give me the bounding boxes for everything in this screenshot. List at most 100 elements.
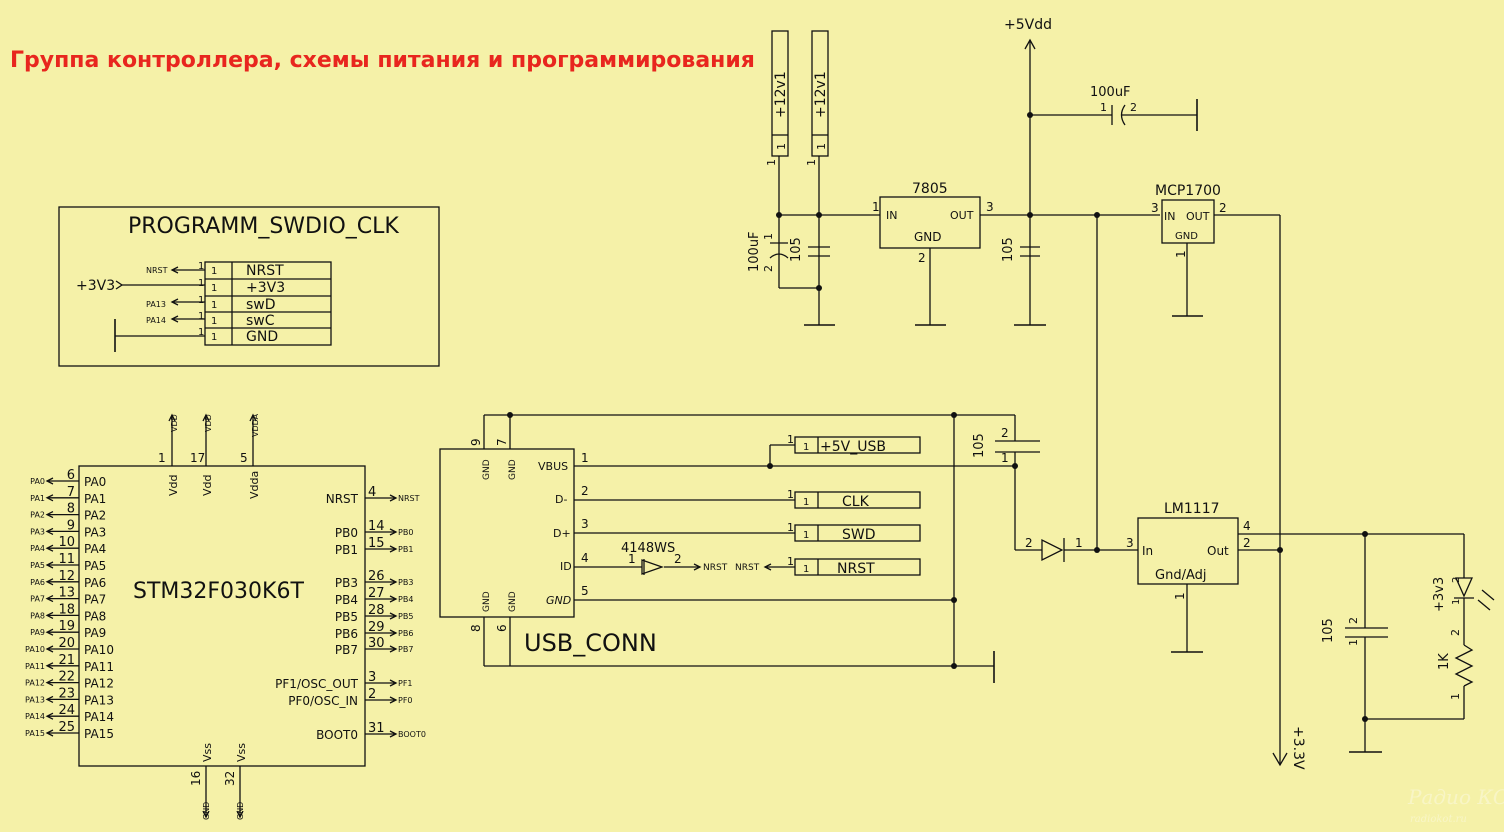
reg-mcp-pin-out: 2 [1219,201,1227,215]
usb-cap-105 [995,428,1040,466]
mcu-right-pin-num: 31 [368,721,385,736]
mcu-left-pin-label: PA10 [84,643,114,657]
mcu-left-pin-net: PA10 [25,645,45,654]
mcu-right-pin-num: 28 [368,603,385,618]
reg-mcp-in: IN [1164,210,1175,223]
mcu-right-pin-arrow [389,545,398,553]
programmer-frame [58,206,440,367]
led-pin2: 2 [1451,577,1462,583]
mcu-right-pin-net: PB3 [398,578,413,587]
usb-label-nrst: NRST [837,561,875,577]
net-33v-label: +3.3V [1290,726,1306,770]
reg-7805-pin-gnd: 2 [918,251,926,265]
mcu-left-pin-num: 7 [67,485,75,500]
reg-mcp-body [1161,199,1215,244]
mcu-left-pin-num: 21 [58,653,75,668]
led-label: +3v3 [1432,577,1447,612]
conn-12v-label-2: +12v1 [813,71,829,118]
mcu-right-pin-num: 15 [368,536,385,551]
mcu-left-pin-label: PA2 [84,509,106,523]
mcu-name: STM32F030K6T [133,579,304,604]
usb-label-3-num: 1 [787,521,794,534]
cap-105-left-value: 105 [789,237,804,262]
programmer-pin-num: 1 [211,266,217,277]
mcu-top-pin-17-num: 17 [190,451,205,465]
diode-4148 [641,559,664,575]
usb-pin-gnd-label: GND [546,594,571,607]
mcu-pin-lines [45,413,398,819]
reg-mcp-gnd: GND [1175,231,1198,242]
mcu-right-pin-arrow [389,696,398,704]
usb-gnd-pin-7: 7 [495,438,509,446]
mcu-left-pin-arrow [45,628,54,636]
usb-gnd-label-1: GND [482,459,492,480]
reg-lm-name: LM1117 [1164,501,1220,517]
reg-lm-pin-gnd: 1 [1173,592,1187,600]
usb-wires [483,414,1016,683]
mcu-left-pin-arrow [45,595,54,603]
reg-mcp-pin-gnd: 1 [1174,250,1188,258]
cap-100uf-top-pin2: 2 [1130,101,1137,114]
net-gnd-label-2: GND [236,802,245,820]
mcu-top-pin-5-label: Vdda [248,471,261,499]
mcu-right-pin-label: BOOT0 [316,728,358,742]
mcu-left-pin-arrow [45,561,54,569]
mcu-left-pin-num: 8 [67,502,75,517]
mcu-left-pin-arrow [45,527,54,535]
mcu-right-pin-label: PB1 [335,543,358,557]
mcu-left-pin-num: 6 [67,468,75,483]
cap-105-right-pin1: 1 [1347,639,1360,646]
programmer-pin-num-outer: 1 [198,278,204,289]
watermark-line1: Радио КОТ [1407,785,1504,809]
diode-4148-pin2: 2 [674,552,682,566]
usb-pin-1-num: 1 [581,451,589,465]
mcu-right-pin-net: PB5 [398,612,413,621]
mcu-left-pin-arrow [45,645,54,653]
mcu-left-pin-net: PA4 [30,544,45,553]
mcu-top-pin-1-num: 1 [158,451,166,465]
usb-gnd-pin-8: 8 [469,624,483,632]
conn-12v-pin-2: 1 [815,143,828,150]
reg-lm-body [1137,517,1239,585]
mcu-left-pin-net: PA15 [25,729,45,738]
mcu-right-pin-net: PB0 [398,528,413,537]
cap-100uf-left-pin2: 2 [762,265,775,272]
mcu-left-pin-net: PA7 [30,595,45,604]
mcu-bottom-pin-16-num: 16 [189,771,203,786]
cap-105-right-value: 105 [1321,618,1336,643]
mcu-left-pin-net: PA0 [30,477,45,486]
usb-gnd-label-4: GND [508,591,518,612]
usb-name: USB_CONN [524,629,657,657]
mcu-right-pin-arrow [389,595,398,603]
reg-lm-pin-out: 2 [1243,536,1251,550]
usb-label-5v: +5V_USB [820,439,886,455]
usb-pin-3-num: 3 [581,517,589,531]
mcu-right-pin-num: 4 [368,485,376,500]
conn-12v-label-1: +12v1 [773,71,789,118]
mcu-left-pin-label: PA5 [84,559,106,573]
mcu-right-pin-net: PB1 [398,545,413,554]
programmer-pin-num: 1 [211,316,217,327]
reg-lm-pin-out2: 4 [1243,519,1251,533]
mcu-right-pin-arrow [389,730,398,738]
usb-label-2-box-num: 1 [803,497,809,508]
led-pin1: 1 [1451,599,1462,605]
mcu-right-pin-num: 2 [368,687,376,702]
mcu-left-pin-label: PA0 [84,475,106,489]
mcu-left-pin-num: 24 [58,703,75,718]
mcu-left-pin-num: 18 [58,602,75,617]
usb-label-1-box-num: 1 [803,442,809,453]
mcu-left-pin-num: 20 [58,636,75,651]
reg-mcp-out: OUT [1186,210,1210,223]
power-connectors [771,30,880,326]
mcu-top-pin-5-num: 5 [240,451,248,465]
mcu-bottom-pin-32-label: Vss [235,743,248,762]
mcu-left-pin-num: 19 [58,619,75,634]
reg-lm-wires [1171,533,1495,753]
reg-7805-gnd: GND [914,230,942,244]
mcu-left-pin-label: PA13 [84,693,114,707]
mcu-left-pin-arrow [45,679,54,687]
programmer-pin-label: NRST [246,263,284,279]
